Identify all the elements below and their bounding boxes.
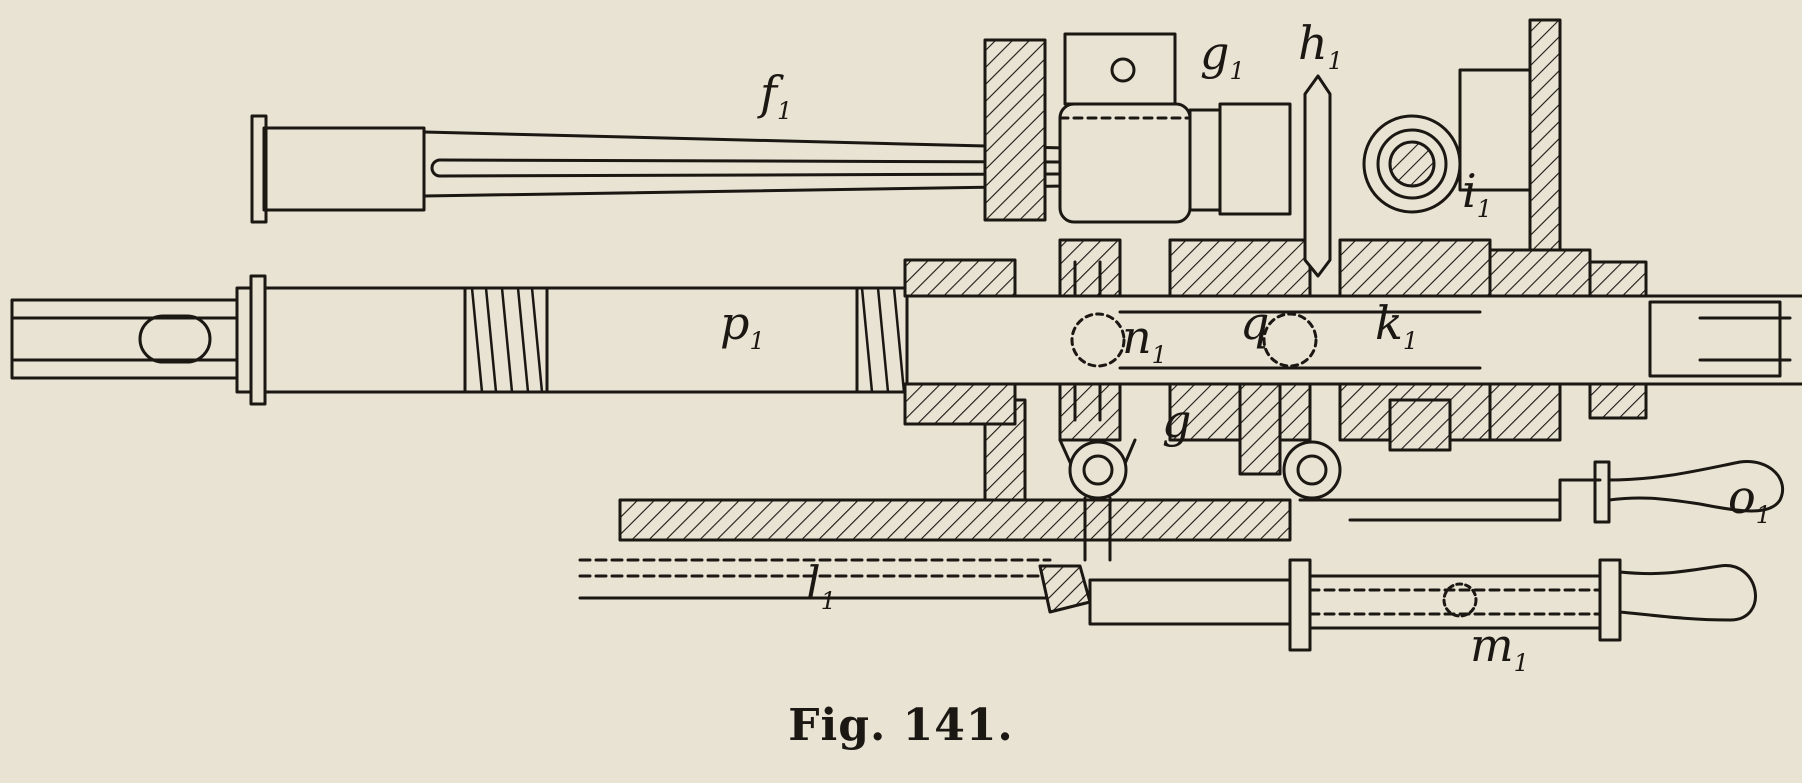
worm-wheel-i1 xyxy=(1362,68,1532,214)
main-spindle-p1 xyxy=(235,274,1802,406)
label-l1: l1 xyxy=(806,556,836,615)
label-m1: m1 xyxy=(1470,618,1529,677)
label-q: q xyxy=(1240,296,1270,350)
label-h1: h1 xyxy=(1298,16,1343,75)
handle-o1 xyxy=(1298,460,1785,524)
label-n1: n1 xyxy=(1122,310,1167,369)
frame-left-wall xyxy=(903,38,1047,502)
right-shaft-end xyxy=(1648,300,1792,378)
clutch-block-g1 xyxy=(1058,32,1332,278)
label-f1: f1 xyxy=(760,66,793,125)
pin-rollers xyxy=(1073,260,1102,422)
label-g1-top: g1 xyxy=(1200,26,1245,85)
figure-caption: Fig. 141. xyxy=(788,700,1014,751)
roller-right xyxy=(1282,440,1342,500)
lower-lever-m1 xyxy=(1038,558,1757,652)
label-p1: p1 xyxy=(720,296,765,355)
pins xyxy=(1070,312,1318,368)
label-g: g xyxy=(1162,394,1192,448)
roller-left xyxy=(1058,438,1137,562)
label-i1: i1 xyxy=(1462,164,1492,223)
left-shaft-end xyxy=(10,298,239,380)
label-k1: k1 xyxy=(1375,296,1419,355)
label-o1: o1 xyxy=(1728,470,1771,529)
gear-train xyxy=(1058,238,1492,476)
frame-right-wall xyxy=(1478,18,1648,442)
lower-guide-rail xyxy=(578,498,1292,600)
upper-rod-f1 xyxy=(250,114,1067,224)
